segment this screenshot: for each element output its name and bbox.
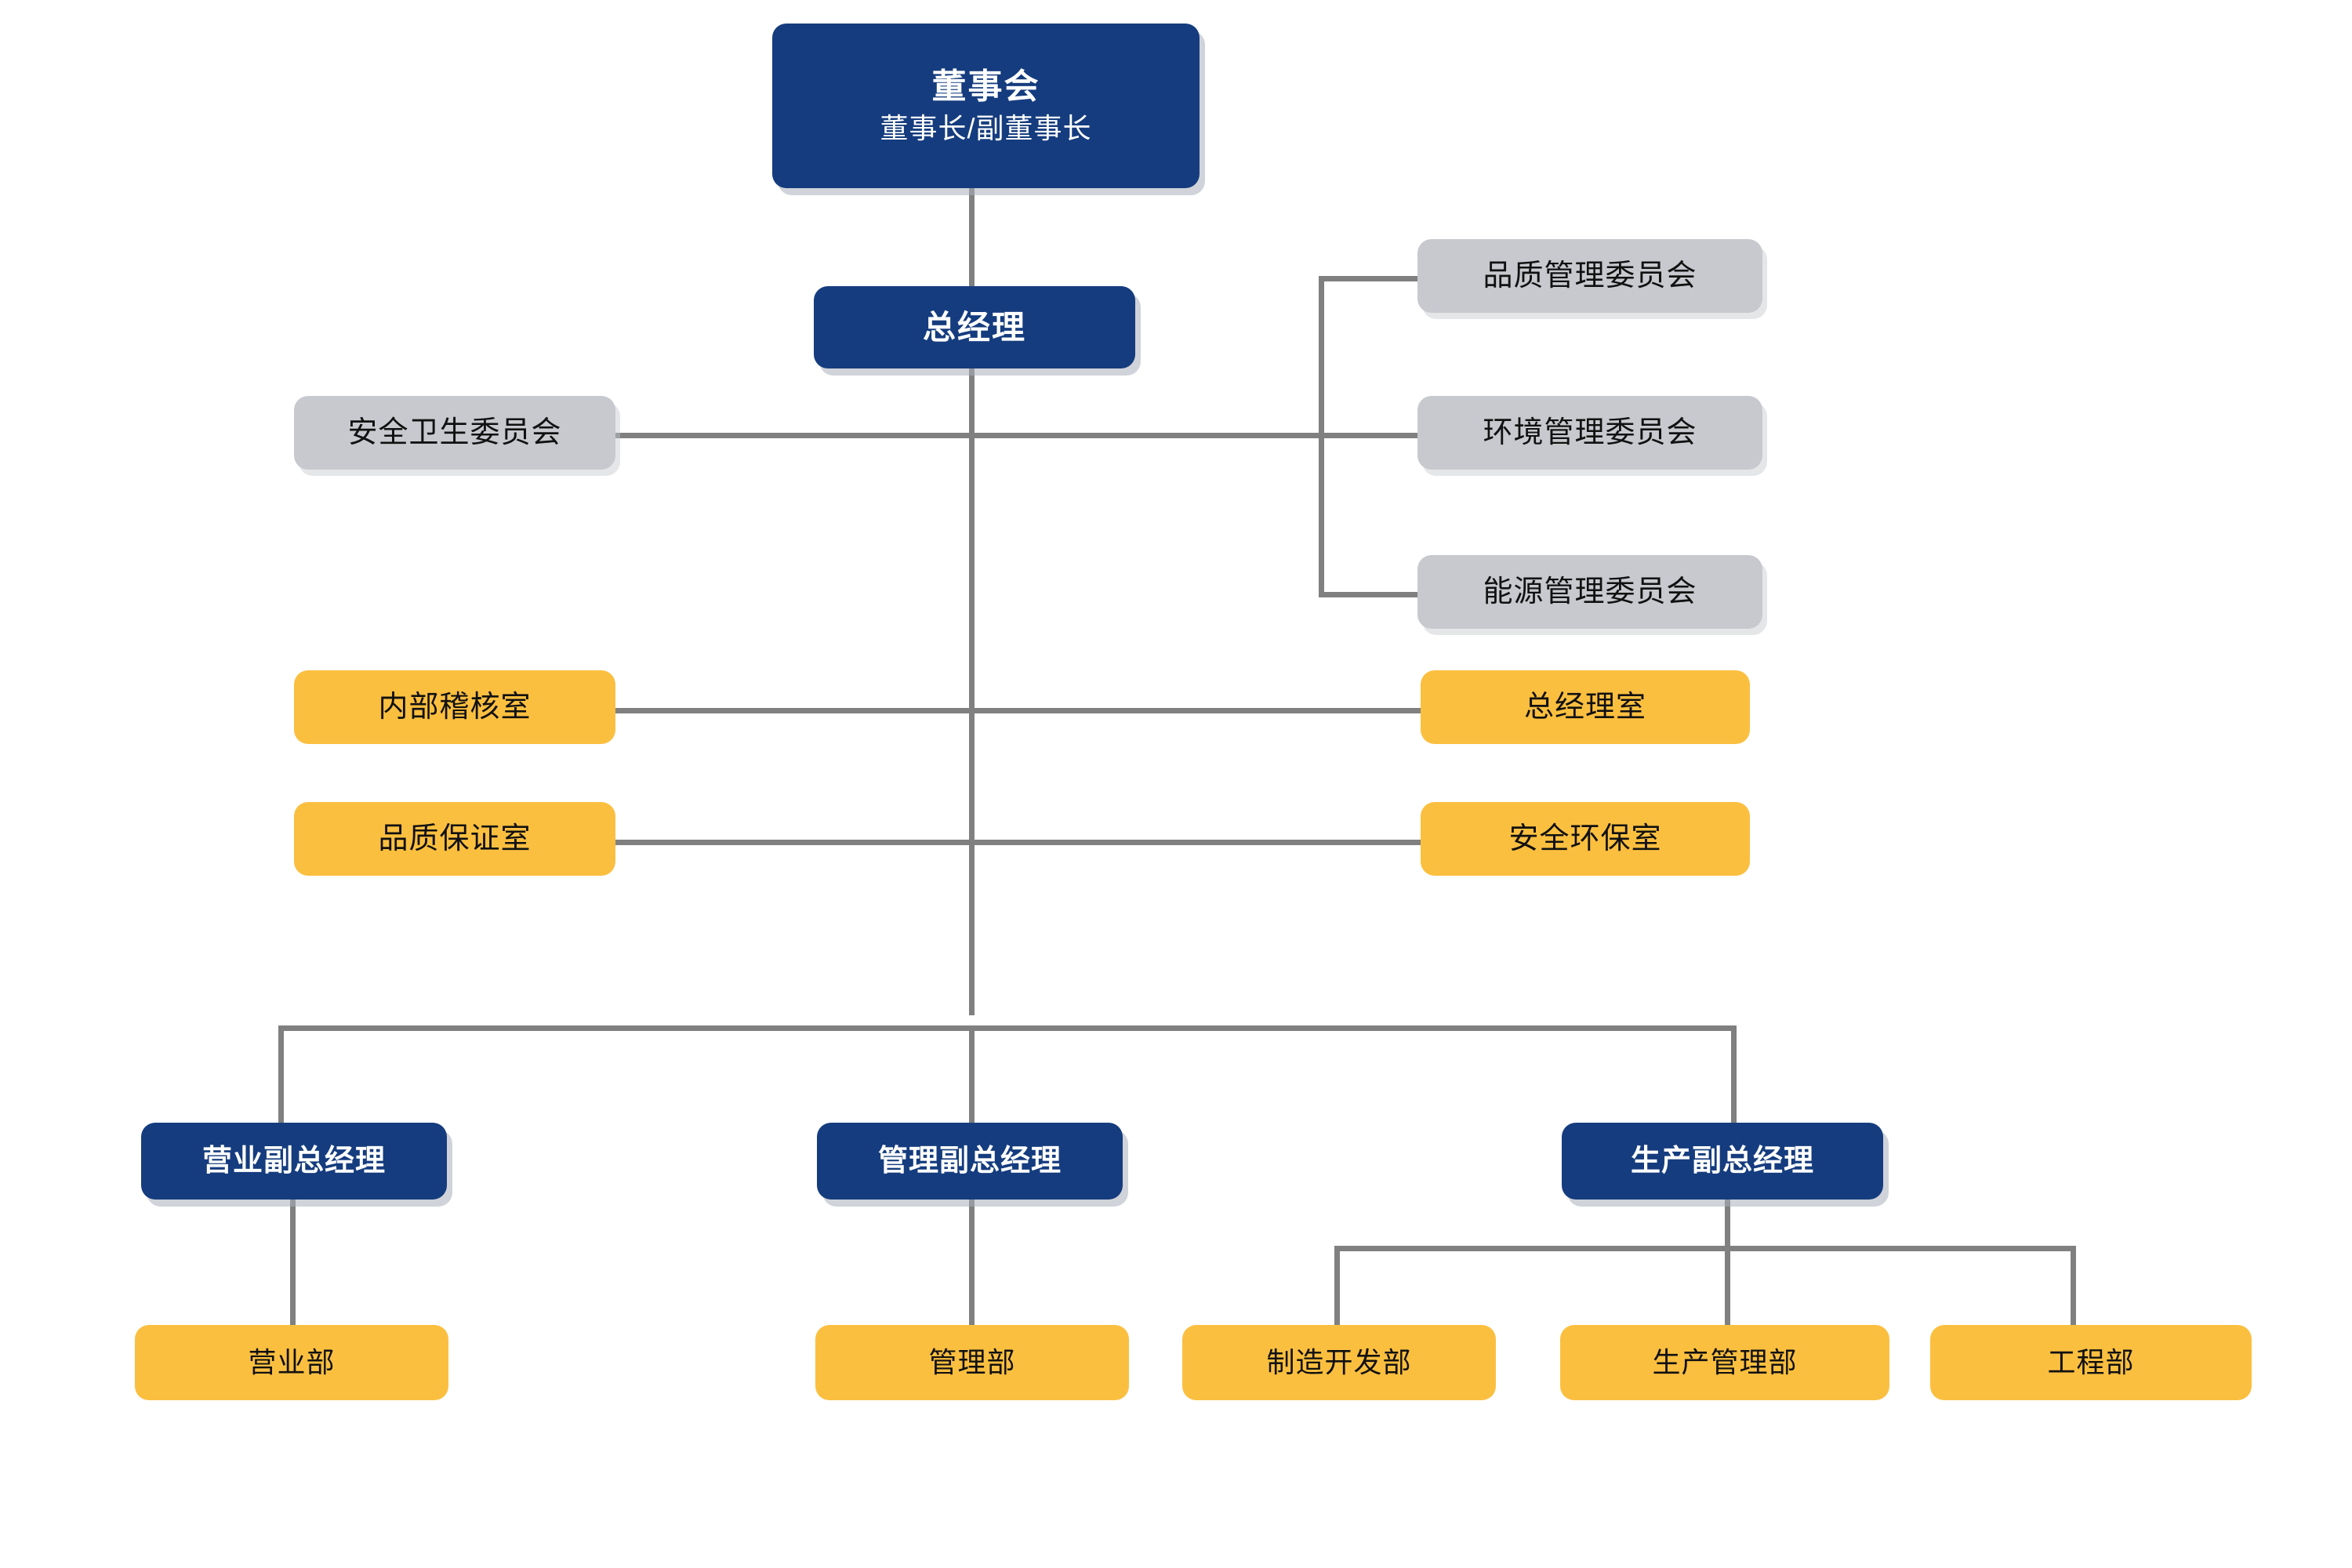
node-dept-engineering[interactable]: 工程部 — [1930, 1325, 2252, 1400]
connector-drop-engineering-dept — [2071, 1246, 2076, 1325]
node-vp-production[interactable]: 生产副总经理 — [1562, 1123, 1883, 1200]
connector-committee-stub-quality — [1319, 276, 1419, 281]
committee-quality-management-label: 品质管理委员会 — [1483, 259, 1697, 292]
connector-committee-row — [580, 433, 1321, 438]
connector-production-sub-bus — [1334, 1246, 2076, 1251]
connector-vp-bus — [278, 1025, 1737, 1031]
node-committee-energy-management[interactable]: 能源管理委员会 — [1417, 555, 1762, 629]
dept-production-management-label: 生产管理部 — [1652, 1345, 1798, 1378]
vp-administration-label: 管理副总经理 — [877, 1144, 1062, 1178]
connector-staff-row-2 — [615, 840, 1425, 845]
connector-drop-manufacturing-dept — [1334, 1246, 1340, 1325]
vp-sales-label: 营业副总经理 — [201, 1144, 386, 1178]
connector-committee-stub-energy — [1319, 592, 1419, 597]
node-office-internal-audit[interactable]: 内部稽核室 — [294, 670, 615, 744]
node-vp-sales[interactable]: 营业副总经理 — [141, 1123, 447, 1200]
node-committee-safety-health[interactable]: 安全卫生委员会 — [294, 396, 615, 470]
committee-environment-management-label: 环境管理委员会 — [1483, 416, 1697, 449]
node-dept-production-management[interactable]: 生产管理部 — [1560, 1325, 1889, 1400]
office-quality-assurance-label: 品质保证室 — [378, 822, 532, 855]
connector-drop-production-mgmt-dept — [1725, 1246, 1730, 1325]
connector-staff-row-1 — [615, 708, 1425, 713]
node-general-manager[interactable]: 总经理 — [814, 286, 1135, 368]
node-committee-environment-management[interactable]: 环境管理委员会 — [1417, 396, 1762, 470]
dept-manufacturing-development-label: 制造开发部 — [1266, 1345, 1412, 1378]
node-office-safety-environment[interactable]: 安全环保室 — [1421, 802, 1750, 876]
node-vp-administration[interactable]: 管理副总经理 — [817, 1123, 1123, 1200]
node-office-quality-assurance[interactable]: 品质保证室 — [294, 802, 615, 876]
connector-drop-sales-vp — [278, 1025, 284, 1127]
connector-board-to-gm — [969, 187, 975, 289]
dept-sales-label: 营业部 — [248, 1345, 336, 1378]
node-dept-manufacturing-development[interactable]: 制造开发部 — [1182, 1325, 1496, 1400]
board-subtitle: 董事长/副董事长 — [880, 111, 1092, 144]
committee-energy-management-label: 能源管理委员会 — [1483, 575, 1697, 608]
connector-committee-stub-environment — [1319, 433, 1419, 438]
vp-production-label: 生产副总经理 — [1630, 1144, 1814, 1178]
general-manager-label: 总经理 — [922, 308, 1026, 346]
dept-administration-label: 管理部 — [928, 1345, 1016, 1378]
board-title: 董事会 — [931, 67, 1040, 106]
connector-admin-vp-to-dept — [969, 1200, 975, 1325]
connector-production-vp-to-bus — [1725, 1200, 1730, 1249]
node-dept-administration[interactable]: 管理部 — [815, 1325, 1129, 1400]
connector-drop-admin-vp — [969, 1025, 975, 1127]
office-internal-audit-label: 内部稽核室 — [378, 690, 532, 724]
node-office-general-manager-office[interactable]: 总经理室 — [1421, 670, 1750, 744]
node-board-of-directors[interactable]: 董事会 董事长/副董事长 — [772, 24, 1200, 188]
office-safety-environment-label: 安全环保室 — [1508, 822, 1662, 855]
office-general-manager-office-label: 总经理室 — [1523, 690, 1646, 724]
node-committee-quality-management[interactable]: 品质管理委员会 — [1417, 239, 1762, 313]
connector-sales-vp-to-dept — [290, 1200, 296, 1325]
committee-safety-health-label: 安全卫生委员会 — [347, 416, 562, 449]
dept-engineering-label: 工程部 — [2047, 1345, 2135, 1378]
node-dept-sales[interactable]: 营业部 — [135, 1325, 448, 1400]
connector-gm-spine — [969, 368, 975, 1015]
connector-drop-production-vp — [1731, 1025, 1737, 1127]
